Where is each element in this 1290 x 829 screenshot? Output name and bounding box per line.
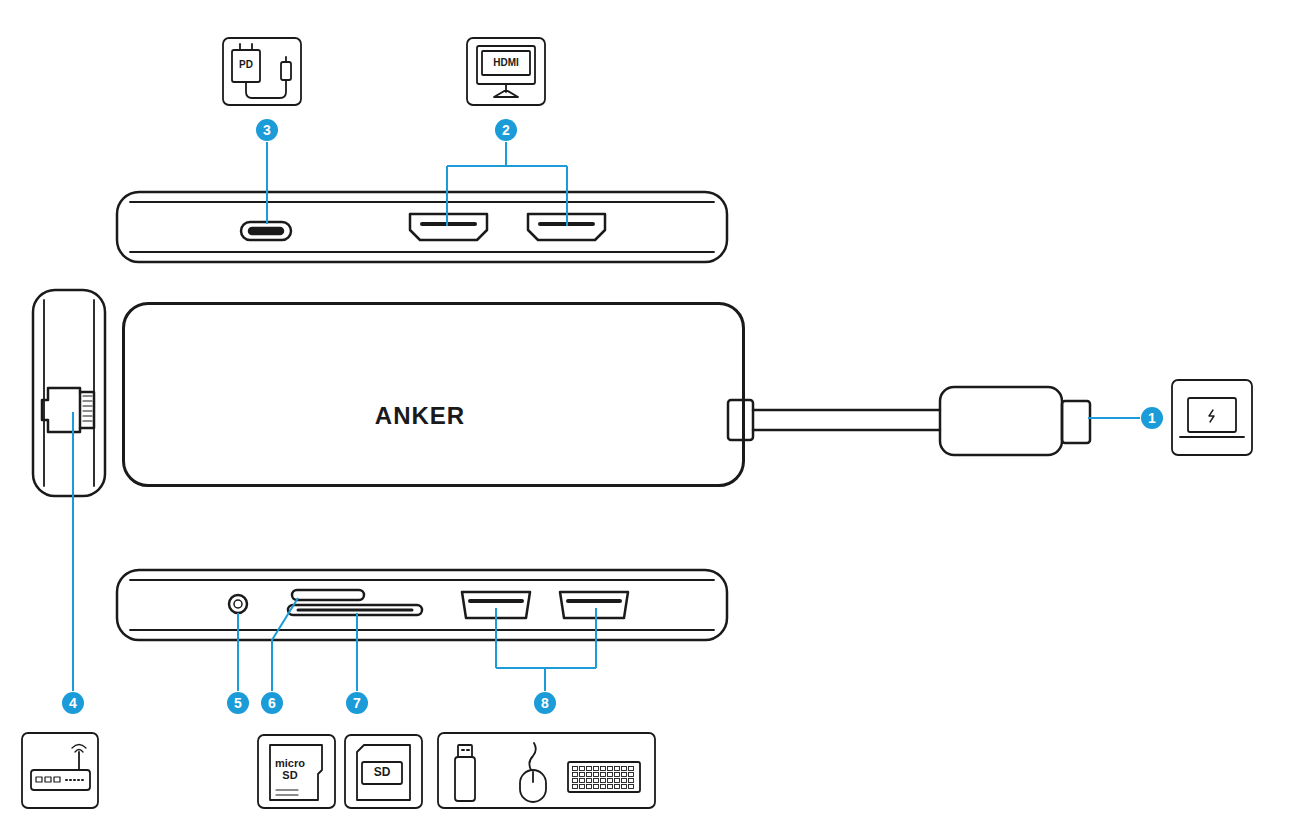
callout-number: 3 xyxy=(256,119,278,141)
microsd-icon xyxy=(270,745,322,800)
icon-frame xyxy=(258,735,335,808)
hdmi-port xyxy=(410,214,487,240)
charger-icon-box: PD xyxy=(223,38,301,105)
laptop-icon xyxy=(1188,398,1236,432)
icon-text: micro SD xyxy=(272,757,308,781)
microsd-slot xyxy=(292,590,364,600)
hub-bottom-side xyxy=(117,570,727,640)
icon-frame xyxy=(467,38,545,105)
usb-c-plug-tip xyxy=(1062,401,1090,443)
sd-slot xyxy=(288,605,422,615)
icon-frame xyxy=(223,38,301,105)
hub-body: ANKER xyxy=(122,302,745,487)
callout-number: 8 xyxy=(534,692,556,714)
microsd-icon-box: micro SD xyxy=(258,735,335,808)
icon-text: PD xyxy=(232,58,260,72)
hub-left-side xyxy=(33,290,105,496)
icon-frame xyxy=(345,735,422,808)
icon-frame xyxy=(22,733,98,808)
audio-jack xyxy=(229,595,247,613)
cable-strain-relief xyxy=(728,400,753,440)
mouse-icon xyxy=(520,770,546,802)
usb-c-port xyxy=(241,222,291,240)
icon-text: HDMI xyxy=(482,56,530,70)
leader-lines xyxy=(73,142,1140,691)
router-icon xyxy=(31,770,90,790)
callout-number: 1 xyxy=(1141,407,1163,429)
callout-number: 6 xyxy=(261,692,283,714)
charger-icon xyxy=(232,50,260,82)
usb-stick-icon xyxy=(458,745,472,757)
cable xyxy=(753,410,940,430)
brand-logo: ANKER xyxy=(350,402,490,430)
callout-number: 7 xyxy=(346,692,368,714)
icon-frame xyxy=(438,733,655,808)
mouse-cord xyxy=(529,743,535,770)
icon-text: SD xyxy=(362,765,402,779)
icon-frame xyxy=(1172,380,1252,455)
hub-top-side xyxy=(117,192,727,262)
sd-icon-box: SD xyxy=(345,735,422,808)
ethernet-port xyxy=(42,388,80,432)
callout-number: 4 xyxy=(62,692,84,714)
usb-c-plug xyxy=(940,387,1062,455)
callout-number: 5 xyxy=(227,692,249,714)
keyboard-icon xyxy=(568,762,640,792)
usb-a-port xyxy=(560,592,628,618)
monitor-icon-box: HDMI xyxy=(467,38,545,105)
callout-number: 2 xyxy=(495,119,517,141)
sd-icon xyxy=(357,745,410,800)
monitor-icon xyxy=(477,46,535,84)
